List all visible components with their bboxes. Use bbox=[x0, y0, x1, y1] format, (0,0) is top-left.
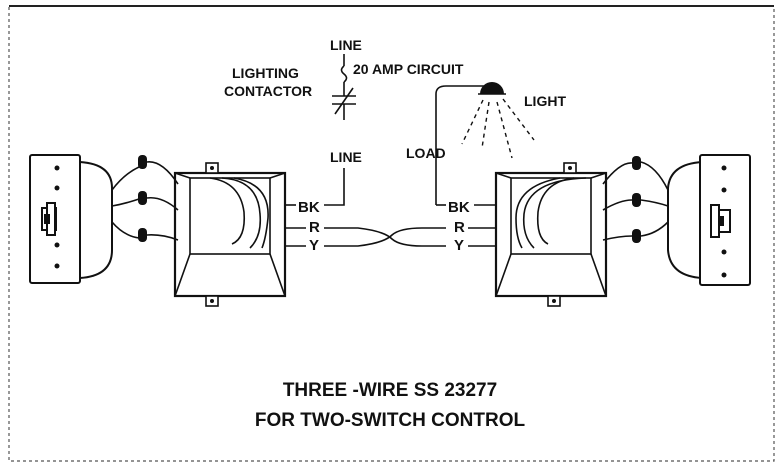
contactor-slash bbox=[334, 87, 354, 115]
right-lead-2 bbox=[640, 199, 669, 207]
amp-circuit-label: 20 AMP CIRCUIT bbox=[353, 61, 464, 77]
break-squiggle bbox=[340, 65, 348, 83]
left-wire-y: Y bbox=[309, 237, 319, 254]
light-label: LIGHT bbox=[524, 93, 566, 109]
left-wire-bk: BK bbox=[298, 199, 320, 216]
right-wire-bk: BK bbox=[448, 199, 470, 216]
traveler-wire-r bbox=[324, 227, 446, 247]
contactor-label: CONTACTOR bbox=[224, 83, 312, 99]
light-ray-3 bbox=[496, 101, 513, 159]
right-toggle-icon bbox=[710, 204, 731, 238]
right-box-curve-3 bbox=[515, 177, 561, 249]
light-ray-4 bbox=[502, 98, 535, 141]
right-switch-plate bbox=[667, 154, 751, 286]
left-box-curve-1 bbox=[209, 177, 246, 245]
left-lead-3 bbox=[111, 221, 140, 239]
left-box-curve-3 bbox=[233, 177, 269, 249]
left-switch-plate bbox=[29, 154, 113, 284]
left-box-lead-1 bbox=[146, 161, 179, 185]
light-ray-1 bbox=[461, 99, 484, 145]
left-toggle-icon bbox=[41, 202, 57, 236]
right-wire-y: Y bbox=[454, 237, 464, 254]
left-box-lead-2 bbox=[146, 196, 179, 211]
traveler-wire-y bbox=[324, 227, 446, 247]
right-wire-r: R bbox=[454, 219, 465, 236]
left-wire-r: R bbox=[309, 219, 320, 236]
line-to-bk-wire bbox=[324, 168, 345, 206]
left-box-curve-2 bbox=[221, 177, 262, 249]
line-label-top: LINE bbox=[330, 37, 362, 53]
left-lead-2 bbox=[111, 198, 140, 207]
left-junction-box bbox=[173, 162, 287, 307]
right-box-lead-2 bbox=[602, 199, 633, 211]
light-fixture-icon bbox=[480, 82, 504, 94]
right-wire-nuts bbox=[632, 156, 641, 243]
caption-line-2: FOR TWO-SWITCH CONTROL bbox=[255, 410, 526, 431]
right-box-curve-1 bbox=[536, 177, 575, 245]
right-box-lead-3 bbox=[602, 235, 633, 241]
left-lead-1 bbox=[111, 166, 140, 191]
right-box-curve-2 bbox=[522, 177, 587, 249]
right-junction-box bbox=[494, 162, 608, 307]
caption-line-1: THREE -WIRE SS 23277 bbox=[283, 380, 497, 401]
right-box-lead-1 bbox=[602, 162, 633, 185]
load-label: LOAD bbox=[406, 145, 446, 161]
right-lead-3 bbox=[640, 221, 669, 237]
load-wire bbox=[435, 85, 486, 205]
left-box-lead-3 bbox=[146, 234, 179, 241]
left-wire-nuts bbox=[138, 155, 147, 242]
light-ray-2 bbox=[481, 101, 490, 149]
lighting-label: LIGHTING bbox=[232, 65, 299, 81]
line-label-bottom: LINE bbox=[330, 149, 362, 165]
right-lead-1 bbox=[640, 161, 669, 191]
diagram-frame bbox=[8, 5, 775, 462]
